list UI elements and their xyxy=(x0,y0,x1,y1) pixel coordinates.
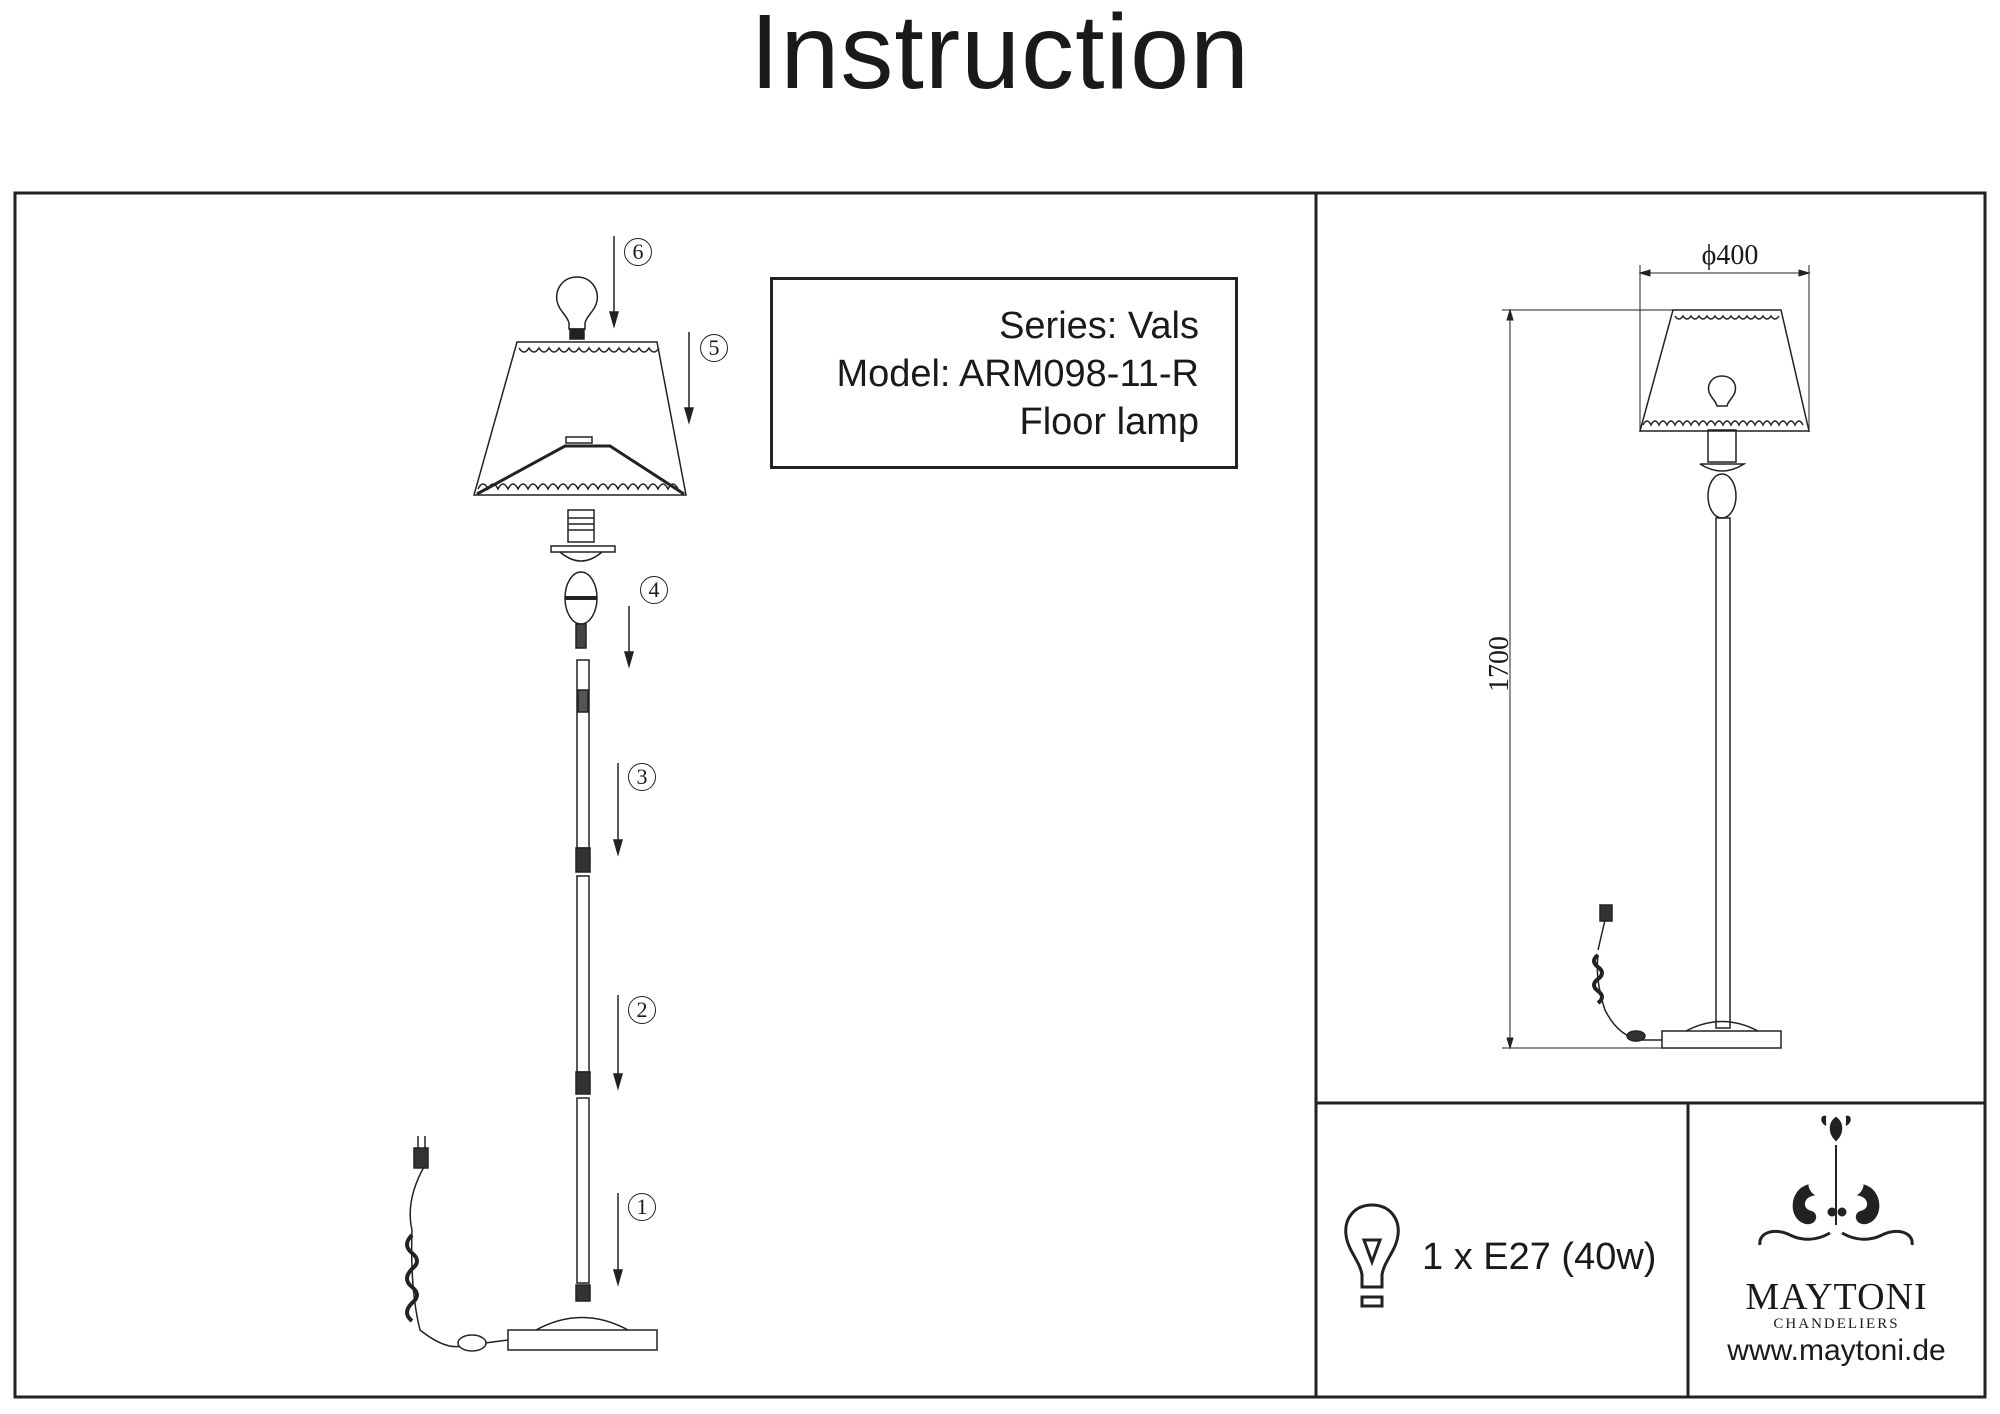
step-number-6: 6 xyxy=(624,238,652,266)
height-dimension: 1700 xyxy=(1484,636,1515,692)
step-number-1: 1 xyxy=(628,1193,656,1221)
exploded-lamp-drawing xyxy=(405,236,694,1352)
model-label: Model: ARM098-11-R xyxy=(836,353,1199,395)
diameter-dimension: ϕ400 xyxy=(1701,240,1759,271)
brand-name: MAYTONI xyxy=(1745,1276,1928,1318)
step-arrows xyxy=(609,236,694,1287)
brand-url[interactable]: www.maytoni.de xyxy=(1727,1334,1946,1367)
step-number-2: 2 xyxy=(628,996,656,1024)
type-label: Floor lamp xyxy=(1019,401,1200,443)
bulb-spec: 1 x E27 (40w) xyxy=(1422,1236,1657,1278)
dimension-lines xyxy=(1502,265,1811,1050)
bulb-part xyxy=(555,276,599,340)
product-info-box: Series: Vals Model: ARM098-11-R Floor la… xyxy=(770,277,1238,469)
assembled-lamp-drawing xyxy=(1592,309,1810,1049)
socket-part xyxy=(550,509,616,649)
light-bulb-icon xyxy=(1344,1203,1400,1308)
shade-part xyxy=(473,341,687,496)
series-label: Series: Vals xyxy=(999,305,1199,347)
base-part xyxy=(405,1136,658,1352)
step-number-3: 3 xyxy=(628,763,656,791)
page-title: Instruction xyxy=(749,0,1250,111)
maytoni-logo xyxy=(1758,1115,1914,1246)
step-number-4: 4 xyxy=(640,576,668,604)
step-number-5: 5 xyxy=(700,334,728,362)
outer-frame xyxy=(13,191,1987,1399)
stem-parts xyxy=(575,659,591,1302)
brand-subtitle: CHANDELIERS xyxy=(1773,1316,1900,1332)
